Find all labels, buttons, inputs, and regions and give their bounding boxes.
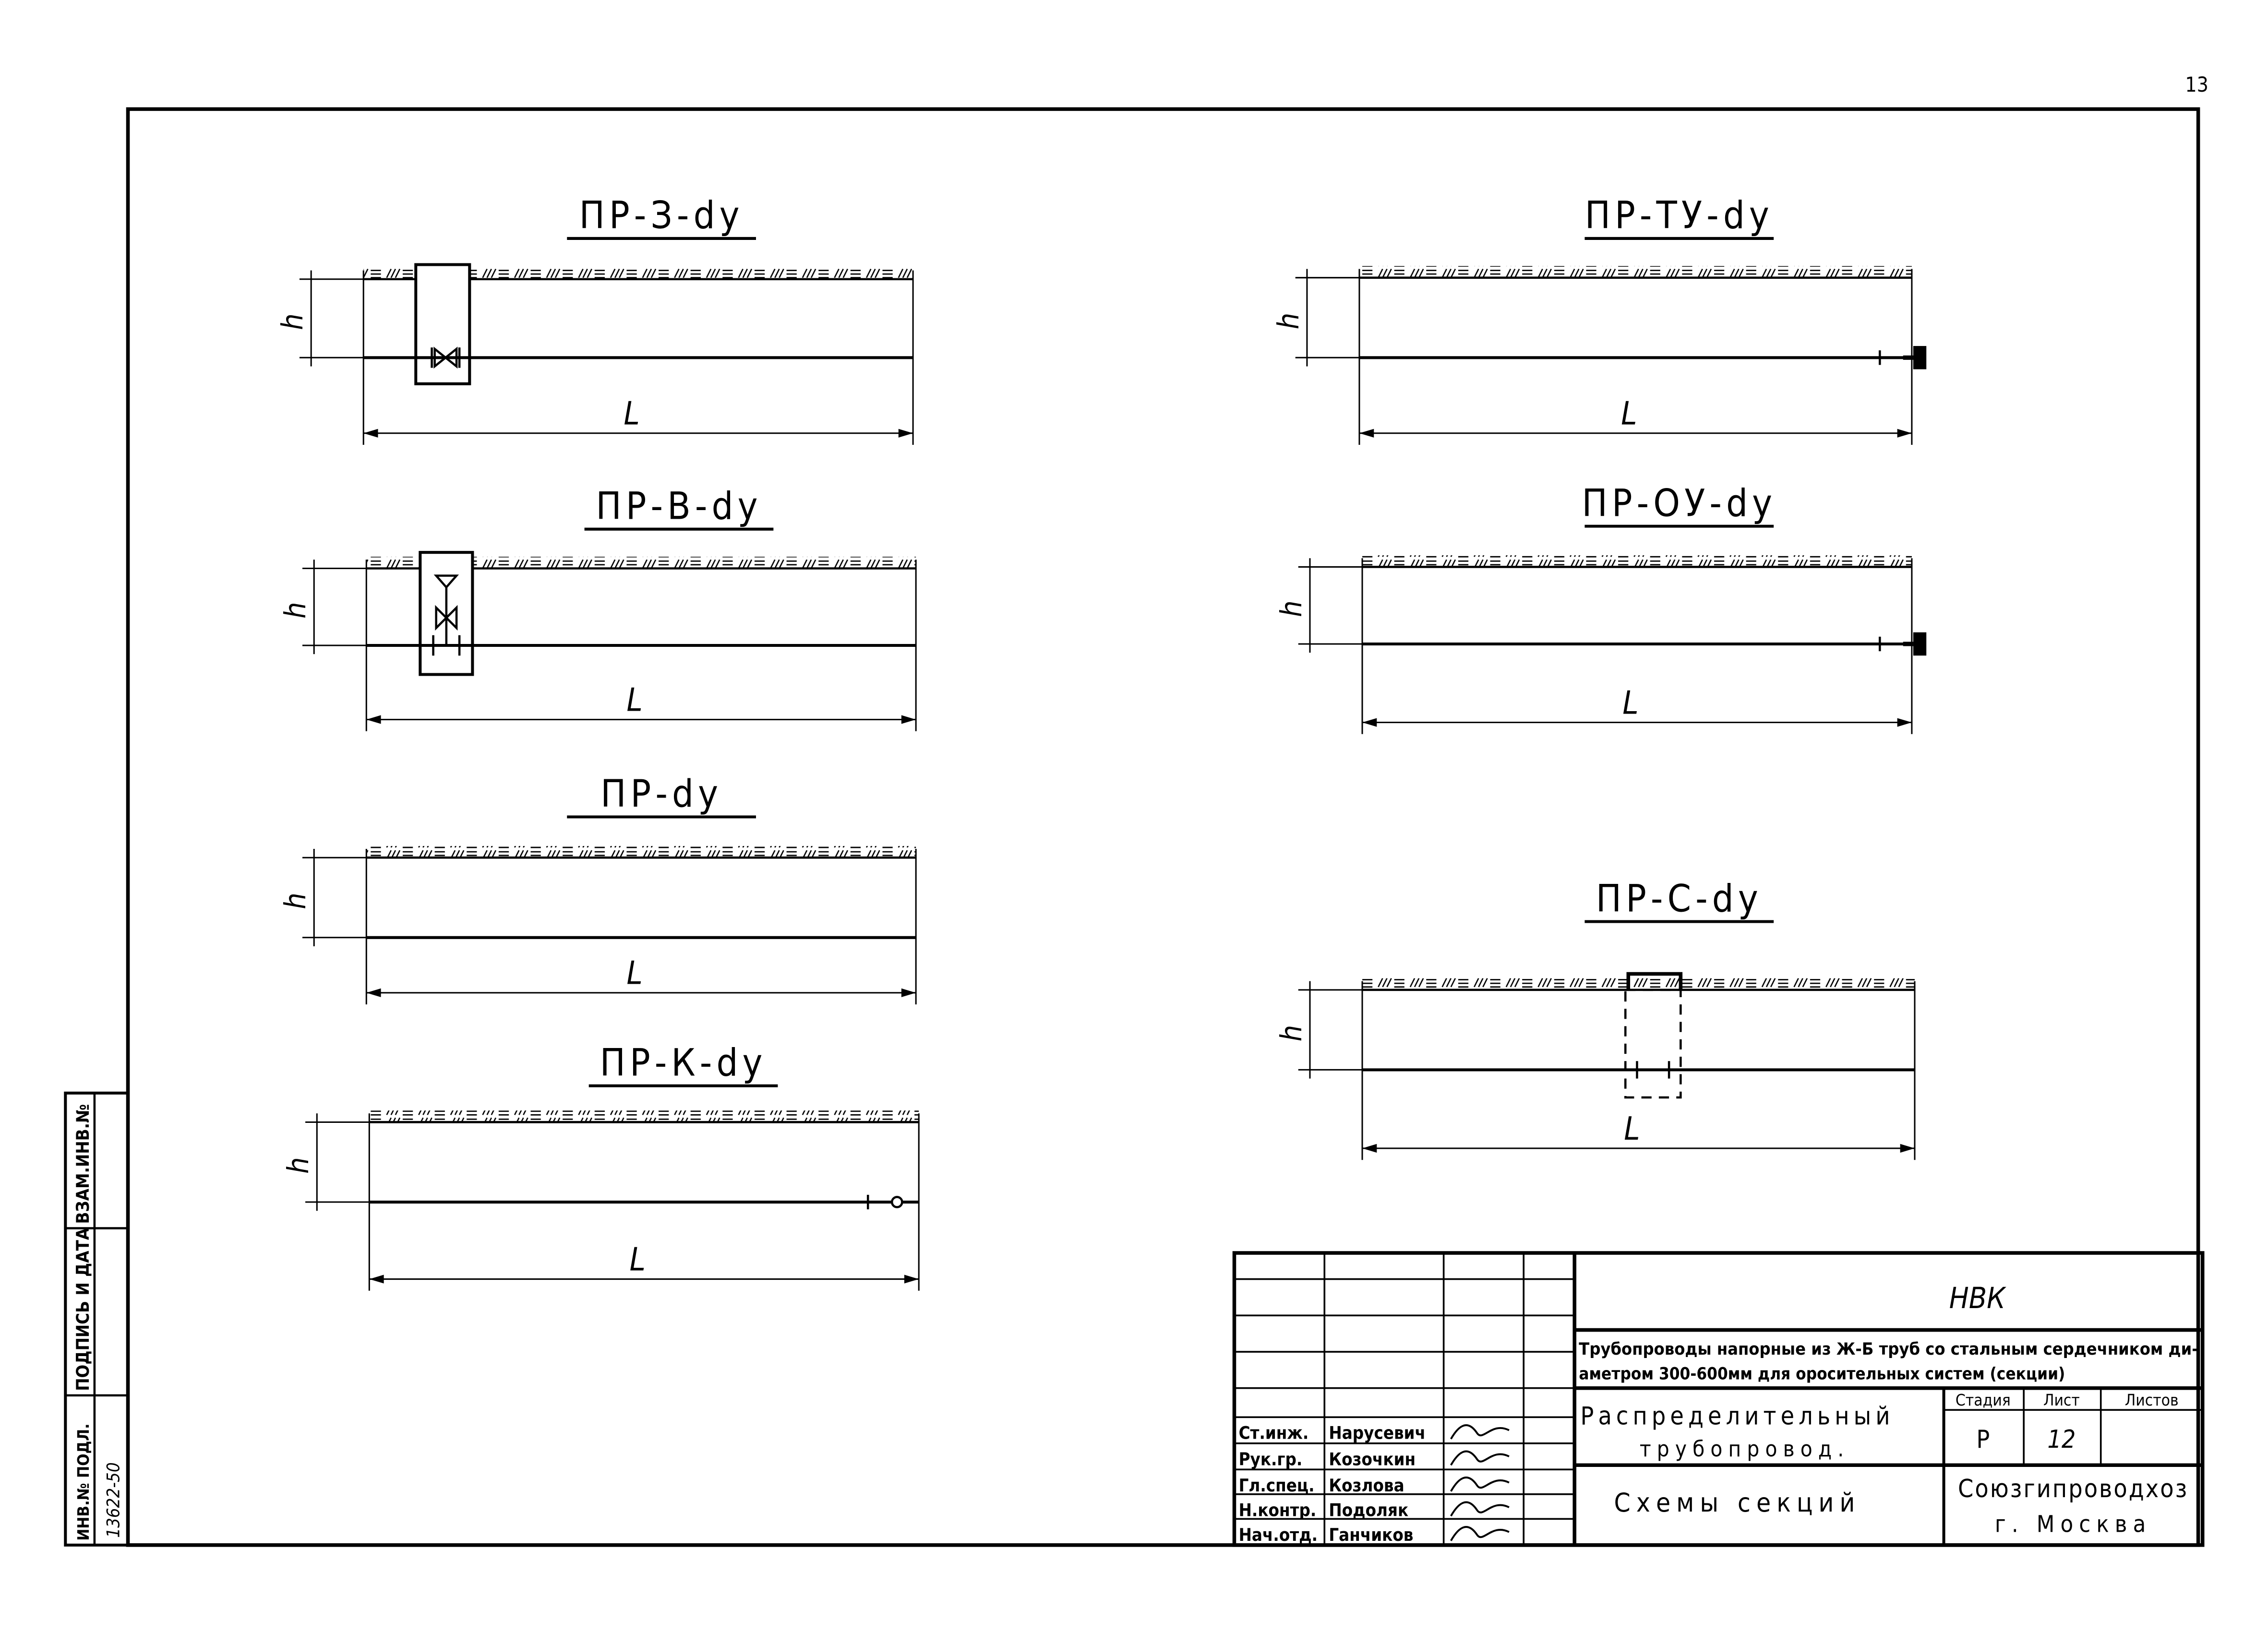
signature-scribble [1450, 1501, 1510, 1517]
object-name-line2: трубопровод. [1640, 1436, 1849, 1462]
end-plug-icon [890, 1196, 903, 1208]
casing-top [1626, 972, 1683, 990]
casing-dashed-outline [1624, 989, 1682, 1099]
section-diagram: ПР-С-dy hL [1275, 876, 1916, 1160]
staff-role: Н.контр. [1239, 1500, 1317, 1520]
soil-hatching [1359, 266, 1912, 278]
staff-name: Подоляк [1329, 1500, 1408, 1520]
section-diagram: ПР-ОУ-dy hL [1275, 481, 1927, 734]
section-diagram: ПР-ТУ-dy hL [1272, 193, 1927, 445]
l-dimension-label: L [624, 395, 639, 432]
signature-scribble [1450, 1477, 1510, 1492]
staff-role: Нач.отд. [1239, 1525, 1318, 1545]
title-block: НВК Трубопроводы напорные из Ж-Б труб со… [1232, 1251, 2205, 1547]
section-diagram: ПР-dy hL [279, 772, 917, 1005]
l-dimension-label: L [629, 1240, 645, 1278]
page-number: 13 [2185, 73, 2208, 96]
h-dimension-label: h [1275, 600, 1308, 617]
sheets-header: Листов [2125, 1391, 2179, 1409]
l-dimension-label: L [1624, 1110, 1640, 1147]
stamp-label-original-inventory: ИНВ.№ ПОДЛ. [74, 1423, 93, 1540]
section-diagram: ПР-К-dy hL [282, 1041, 920, 1291]
section-title: ПР-ОУ-dy [1582, 481, 1776, 525]
h-dimension-label: h [1272, 313, 1306, 330]
section-diagram: ПР-В-dy hL [279, 484, 917, 731]
staff-name: Козочкин [1329, 1449, 1416, 1469]
section-diagram: ПР-З-dy hL [276, 193, 914, 445]
signature-scribble [1450, 1424, 1510, 1440]
h-dimension-label: h [279, 602, 312, 619]
soil-hatching [1362, 555, 1912, 567]
sheet-header: Лист [2043, 1391, 2080, 1409]
section-title: ПР-К-dy [600, 1041, 767, 1085]
l-dimension-label: L [1621, 395, 1637, 432]
l-dimension-label: L [1622, 684, 1638, 721]
staff-role: Рук.гр. [1239, 1449, 1303, 1469]
air-valve-icon [432, 574, 461, 656]
document-code: НВК [1949, 1282, 2006, 1315]
section-title: ПР-З-dy [579, 193, 744, 238]
soil-hatching [369, 1110, 919, 1122]
h-dimension-label: h [276, 313, 310, 330]
staff-name: Нарусевич [1329, 1423, 1426, 1443]
soil-hatching [1362, 978, 1915, 990]
stage-header: Стадия [1956, 1391, 2011, 1409]
h-dimension-label: h [279, 893, 312, 909]
end-cap-icon [1913, 632, 1927, 656]
l-dimension-label: L [626, 681, 642, 718]
project-title-line1: Трубопроводы напорные из Ж-Б труб со ста… [1579, 1340, 2198, 1359]
staff-name: Козлова [1329, 1475, 1404, 1496]
section-title: ПР-С-dy [1596, 876, 1763, 920]
sheet-title: Схемы секций [1614, 1487, 1861, 1518]
object-name-line1: Распределительный [1580, 1402, 1894, 1430]
section-title: ПР-В-dy [596, 484, 762, 528]
side-stamp: ВЗАМ.ИНВ.№ ПОДПИСЬ И ДАТА ИНВ.№ ПОДЛ. 13… [64, 1091, 130, 1547]
end-cap-icon [1913, 346, 1927, 369]
chamber [414, 263, 471, 385]
section-title: ПР-ТУ-dy [1585, 193, 1774, 238]
staff-role: Ст.инж. [1239, 1423, 1309, 1443]
l-dimension-label: L [626, 954, 642, 992]
stage-value: Р [1976, 1425, 1990, 1454]
h-dimension-label: h [282, 1157, 315, 1174]
sheet-value: 12 [2047, 1425, 2076, 1454]
signature-scribble [1450, 1450, 1510, 1466]
organization: Союзгипроводхоз [1958, 1475, 2188, 1503]
stamp-label-replacement: ВЗАМ.ИНВ.№ [72, 1104, 93, 1224]
project-title-line2: аметром 300-600мм для оросительных систе… [1579, 1365, 2065, 1384]
staff-name: Ганчиков [1329, 1525, 1413, 1545]
drawing-frame [126, 107, 2200, 1547]
stamp-value-original-inventory: 13622-50 [103, 1462, 123, 1537]
signature-scribble [1450, 1526, 1510, 1541]
stamp-label-signature-date: ПОДПИСЬ И ДАТА [72, 1227, 93, 1391]
section-title: ПР-dy [600, 772, 722, 816]
city: г. Москва [1995, 1511, 2152, 1538]
gate-valve-icon [431, 346, 461, 369]
soil-hatching [366, 846, 916, 858]
h-dimension-label: h [1275, 1025, 1308, 1042]
flange-mark [1636, 1061, 1670, 1079]
staff-role: Гл.спец. [1239, 1475, 1315, 1496]
